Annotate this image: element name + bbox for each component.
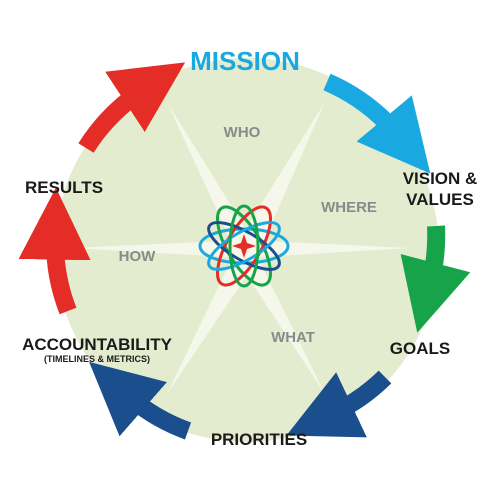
arrow-priorities-to-accountability <box>89 361 192 440</box>
arrow-accountability-to-results <box>18 187 91 315</box>
stage-results: RESULTS <box>25 178 103 197</box>
arrow-vision-to-goals <box>400 225 471 333</box>
mission-title: MISSION <box>190 46 300 76</box>
stage-vision-line2: VALUES <box>406 190 474 209</box>
stage-accountability-sub: (TIMELINES & METRICS) <box>44 354 150 364</box>
stage-priorities: PRIORITIES <box>211 430 307 449</box>
question-who: WHO <box>224 124 261 141</box>
stage-accountability: ACCOUNTABILITY <box>22 335 172 354</box>
question-what: WHAT <box>271 329 315 346</box>
arrow-results-to-mission <box>78 62 186 153</box>
atom-star-icon <box>198 204 290 288</box>
stage-vision-line1: VISION & <box>403 169 478 188</box>
stage-goals: GOALS <box>390 339 450 358</box>
question-how: HOW <box>119 248 157 265</box>
arrow-mission-to-vision <box>323 73 431 174</box>
cycle-arrows <box>18 62 471 440</box>
question-where: WHERE <box>321 199 377 216</box>
arrow-goals-to-priorities <box>286 370 392 438</box>
